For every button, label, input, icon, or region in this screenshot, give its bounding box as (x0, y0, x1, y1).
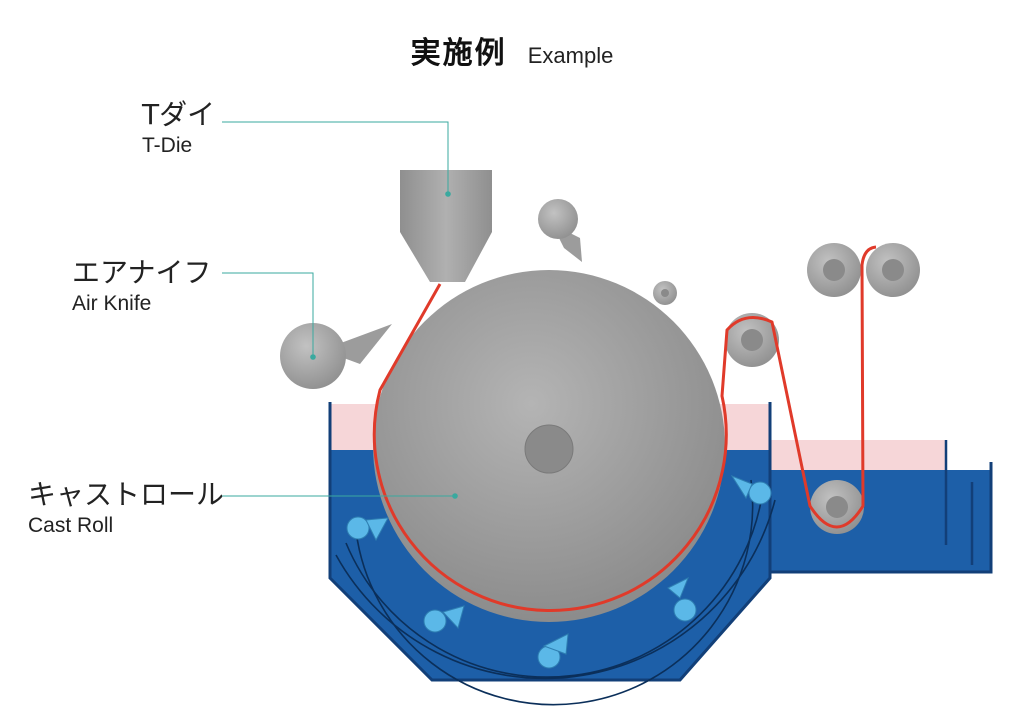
label-t-die: Tダイ T-Die (142, 98, 215, 160)
secondary-tank-wall (768, 440, 993, 574)
guide-roll-1-hub (741, 329, 763, 351)
spray-nozzle (537, 633, 569, 669)
secondary-tank-water (770, 470, 991, 572)
guide-rolls (725, 243, 920, 534)
film-path (372, 245, 877, 613)
t-die (400, 170, 492, 282)
circulation-arc (355, 479, 754, 706)
spray-nozzle (346, 516, 389, 542)
spray-nozzle (667, 576, 697, 622)
leader-line-t-die (222, 121, 449, 194)
circulation-arc (345, 489, 764, 678)
label-air-knife-jp: エアナイフ (72, 256, 212, 289)
circulation-channels (335, 479, 776, 706)
label-t-die-jp: Tダイ (142, 98, 216, 131)
spray-nozzle (423, 605, 465, 633)
leader-dot-t-die (445, 191, 451, 197)
label-cast-roll-en: Cast Roll (28, 514, 114, 537)
cast-roll-axle (524, 424, 574, 474)
label-air-knife: エアナイフ Air Knife (72, 256, 211, 318)
leader-line-air-knife (222, 272, 314, 356)
small-guide-roller-hub (661, 289, 669, 297)
diagram-title: 実施例 Example (0, 28, 1024, 72)
label-t-die-en: T-Die (142, 134, 193, 157)
secondary-water-tank (768, 440, 993, 574)
guide-roll-4-hub (826, 496, 848, 518)
leader-lines (222, 121, 455, 497)
upper-roller (538, 199, 578, 239)
spray-nozzles (346, 474, 772, 669)
guide-roll-3-hub (882, 259, 904, 281)
leader-dot-cast-roll (452, 493, 458, 499)
label-cast-roll: キャストロール Cast Roll (28, 478, 224, 540)
label-air-knife-en: Air Knife (72, 292, 152, 315)
air-knife (280, 323, 392, 389)
leader-dot-air-knife (310, 354, 316, 360)
spray-nozzle (730, 474, 772, 505)
guide-roll-2-hub (823, 259, 845, 281)
upper-nip-roller (538, 199, 582, 262)
title-japanese: 実施例 (410, 36, 507, 71)
label-cast-roll-jp: キャストロール (28, 478, 225, 511)
circulation-arc (335, 499, 776, 680)
title-english: Example (527, 43, 614, 68)
